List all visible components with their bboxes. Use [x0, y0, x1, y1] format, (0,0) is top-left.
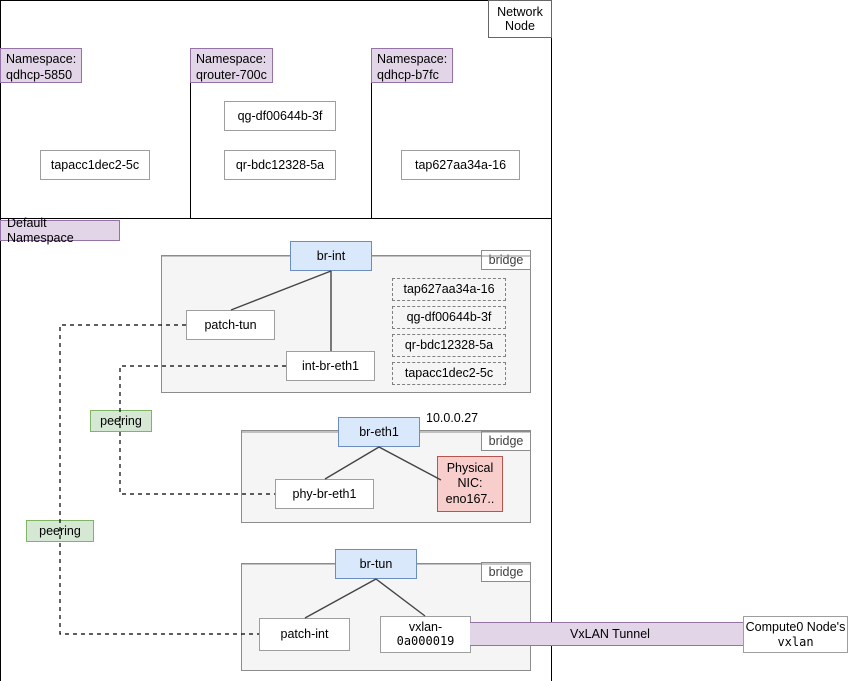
vxlan-tunnel-label: VxLAN Tunnel [570, 626, 650, 641]
interface-qr-bdc12328-5a-ns[interactable]: qr-bdc12328-5a [224, 150, 336, 180]
namespace-label-qdhcp-5850: Namespace: qdhcp-5850 [0, 48, 82, 83]
compute0-vxlan-name: vxlan [777, 634, 814, 649]
compute0-node-title: Compute0 Node's [745, 619, 846, 634]
bridge-br-int[interactable]: br-int [290, 241, 372, 271]
peering-label-top: peering [90, 410, 152, 432]
network-node-label: Network Node [488, 0, 552, 38]
default-namespace-label: Default Namespace [0, 216, 120, 245]
network-node-label-text: Network Node [497, 4, 543, 33]
vxlan-port-id: 0a000019 [396, 633, 455, 648]
vxlan-tunnel-bar [470, 622, 745, 646]
namespace-label-qrouter-700c: Namespace: qrouter-700c [190, 48, 273, 83]
bridge-tag-br-tun: bridge [481, 562, 531, 582]
interface-qg-df00644b-3f-ns[interactable]: qg-df00644b-3f [224, 101, 336, 131]
port-int-br-eth1[interactable]: int-br-eth1 [286, 351, 375, 381]
namespace-divider-2 [371, 48, 372, 219]
br-eth1-ip-address: 10.0.0.27 [426, 411, 479, 425]
attached-qg-df00644b-3f: qg-df00644b-3f [392, 306, 506, 329]
bridge-tag-br-int: bridge [481, 250, 531, 270]
namespace-divider-1 [190, 48, 191, 219]
bridge-br-tun[interactable]: br-tun [335, 549, 417, 579]
port-patch-int[interactable]: patch-int [259, 618, 350, 651]
port-vxlan-0a000019[interactable]: vxlan- 0a000019 [380, 616, 471, 653]
network-node-frame [0, 0, 552, 681]
vxlan-port-prefix: vxlan- [408, 620, 443, 635]
peering-label-bottom: peering [26, 520, 94, 542]
bridge-tag-br-eth1: bridge [481, 431, 531, 451]
interface-tapacc1dec2-5c-ns[interactable]: tapacc1dec2-5c [40, 150, 150, 180]
compute0-node-vxlan-box[interactable]: Compute0 Node's vxlan [743, 616, 848, 653]
namespace-band [0, 48, 552, 219]
attached-tapacc1dec2-5c: tapacc1dec2-5c [392, 362, 506, 385]
interface-tap627aa34a-16-ns[interactable]: tap627aa34a-16 [401, 150, 520, 180]
port-phy-br-eth1[interactable]: phy-br-eth1 [275, 479, 374, 509]
attached-qr-bdc12328-5a: qr-bdc12328-5a [392, 334, 506, 357]
physical-nic-eno167[interactable]: Physical NIC: eno167.. [437, 456, 503, 512]
bridge-br-eth1[interactable]: br-eth1 [338, 417, 420, 447]
namespace-label-qdhcp-b7fc: Namespace: qdhcp-b7fc [371, 48, 453, 83]
attached-tap627aa34a-16: tap627aa34a-16 [392, 278, 506, 301]
port-patch-tun[interactable]: patch-tun [186, 310, 275, 340]
